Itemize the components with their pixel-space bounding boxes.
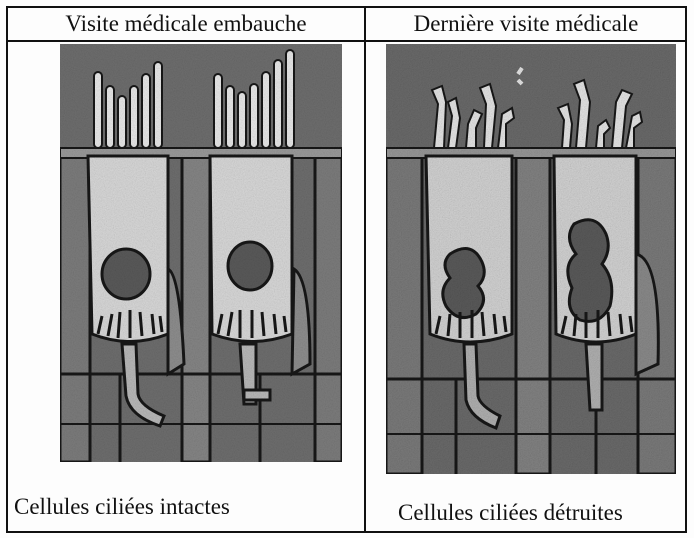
left-header: Visite médicale embauche [8, 8, 364, 40]
right-header: Dernière visite médicale [366, 8, 686, 40]
destroyed-hair-cells-illustration [386, 44, 676, 474]
intact-hair-cells-illustration [60, 44, 342, 462]
header-divider [6, 40, 687, 42]
left-caption: Cellules ciliées intactes [14, 494, 230, 520]
right-caption: Cellules ciliées détruites [398, 500, 623, 526]
column-divider [364, 6, 366, 533]
